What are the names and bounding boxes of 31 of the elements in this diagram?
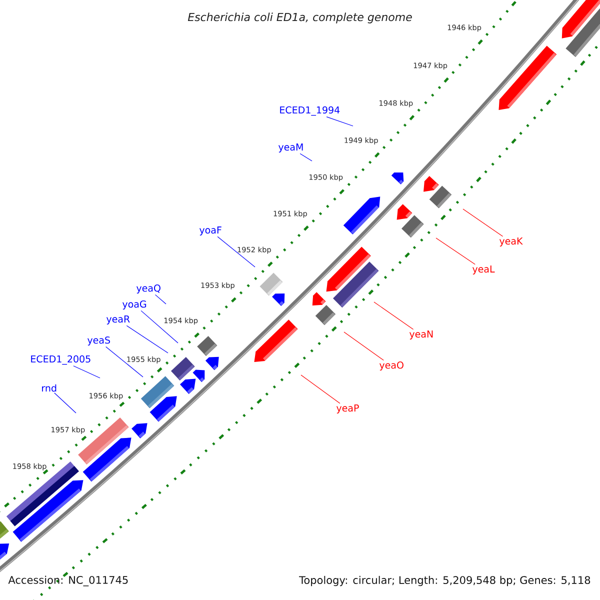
gene-label: rnd xyxy=(42,384,56,392)
gene-label: yeaN xyxy=(409,330,433,340)
leader-line xyxy=(326,116,354,126)
leader-line xyxy=(462,208,504,237)
gene-label: yeaS xyxy=(87,336,110,346)
title: Escherichia coli ED1a, complete genome xyxy=(188,12,412,24)
leader-line xyxy=(436,238,476,265)
gene-label: ECED1_2005 xyxy=(31,355,90,365)
gene-label: yeaQ xyxy=(136,284,160,294)
gene-label: yoaG xyxy=(122,300,146,310)
footer-text: Topology: circular; Length: 5,209,548 bp; Genes: 5,118 xyxy=(299,576,590,586)
leader-line xyxy=(300,374,340,404)
leader-line xyxy=(73,366,100,378)
leader-line xyxy=(217,236,256,268)
gene-label: yeaP xyxy=(336,404,359,414)
footer-text: Accession: NC_011745 xyxy=(8,576,128,586)
leader-line xyxy=(344,332,384,361)
leader-line xyxy=(374,302,414,330)
leader-line xyxy=(300,153,312,162)
leader-line xyxy=(126,325,168,354)
gene-label: yeaL xyxy=(472,266,495,274)
gene-label: yeaR xyxy=(106,316,130,324)
leader-line xyxy=(140,310,178,344)
gene-label: yoaF xyxy=(199,226,222,236)
gene-label: yeaM xyxy=(278,144,303,152)
leader-line xyxy=(106,346,144,378)
gene-label: yeaK xyxy=(499,238,523,246)
leader-line xyxy=(154,294,166,304)
gene-label: yeaO xyxy=(379,361,404,370)
leader-line xyxy=(54,392,76,414)
gene-label: ECED1_1994 xyxy=(280,106,340,116)
